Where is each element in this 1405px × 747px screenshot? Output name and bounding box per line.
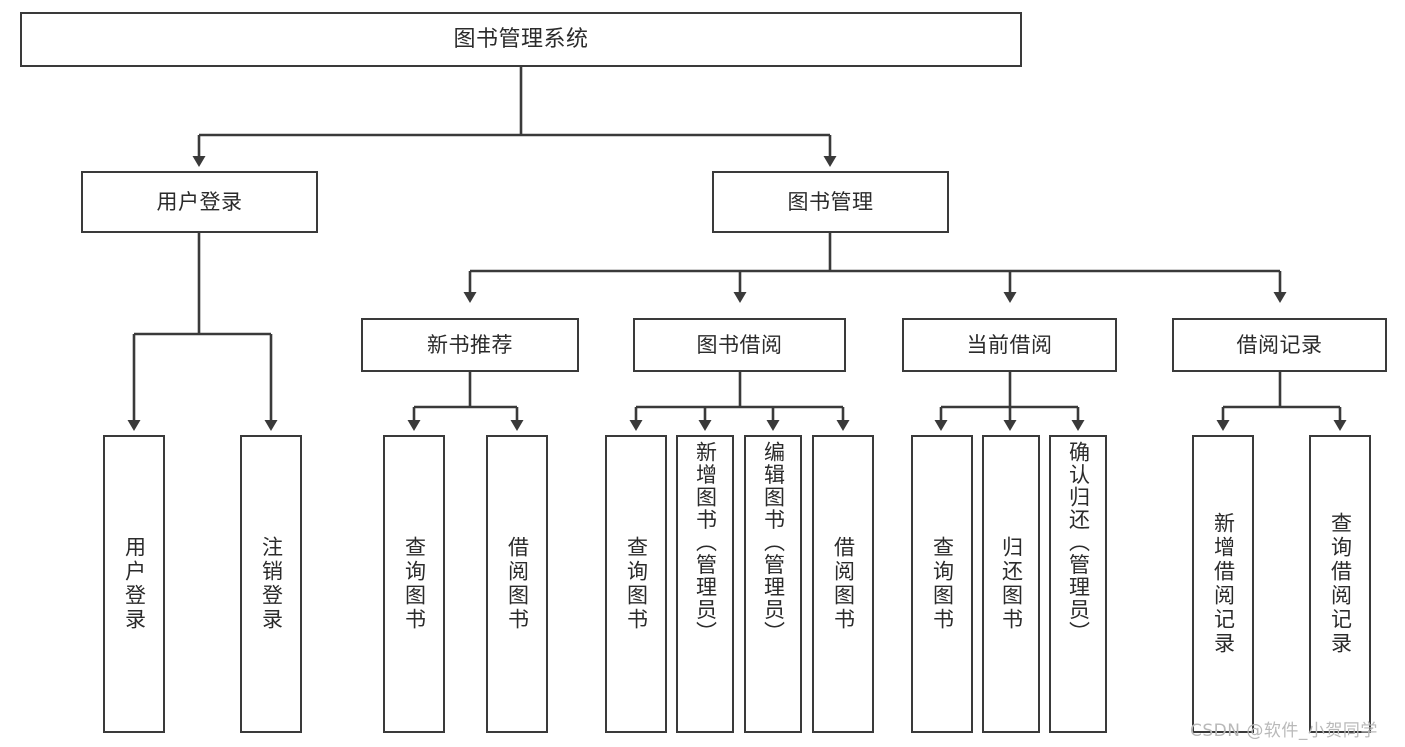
leaf-query-book-recommend[interactable]: 查询图书: [383, 435, 445, 733]
leaf-borrow-book-borrow-label: 借阅图书: [831, 536, 856, 632]
node-borrow-record[interactable]: 借阅记录: [1172, 318, 1387, 372]
leaf-borrow-book-borrow[interactable]: 借阅图书: [812, 435, 874, 733]
leaf-user-login[interactable]: 用户登录: [103, 435, 165, 733]
node-new-book-recommend[interactable]: 新书推荐: [361, 318, 579, 372]
leaf-query-book-current[interactable]: 查询图书: [911, 435, 973, 733]
leaf-edit-book-admin[interactable]: 编辑图书（管理员）: [744, 435, 802, 733]
leaf-query-book-recommend-label: 查询图书: [402, 536, 427, 632]
node-book-management[interactable]: 图书管理: [712, 171, 949, 233]
leaf-query-book-current-label: 查询图书: [930, 536, 955, 632]
leaf-borrow-book-recommend[interactable]: 借阅图书: [486, 435, 548, 733]
leaf-query-borrow-record-label: 查询借阅记录: [1328, 512, 1353, 656]
node-book-management-label: 图书管理: [787, 189, 874, 214]
leaf-query-book-borrow-label: 查询图书: [624, 536, 649, 632]
leaf-user-login-label: 用户登录: [122, 536, 147, 632]
csdn-watermark: CSDN @软件_小贺同学: [1190, 721, 1378, 741]
leaf-edit-book-admin-label: 编辑图书（管理员）: [761, 441, 786, 644]
leaf-confirm-return-admin[interactable]: 确认归还（管理员）: [1049, 435, 1107, 733]
leaf-return-book-label: 归还图书: [999, 536, 1024, 632]
leaf-return-book[interactable]: 归还图书: [982, 435, 1040, 733]
leaf-add-borrow-record-label: 新增借阅记录: [1211, 512, 1236, 656]
node-current-borrow[interactable]: 当前借阅: [902, 318, 1117, 372]
leaf-logout-login-label: 注销登录: [259, 536, 284, 632]
leaf-query-book-borrow[interactable]: 查询图书: [605, 435, 667, 733]
leaf-add-book-admin[interactable]: 新增图书（管理员）: [676, 435, 734, 733]
leaf-borrow-book-recommend-label: 借阅图书: [505, 536, 530, 632]
leaf-query-borrow-record[interactable]: 查询借阅记录: [1309, 435, 1371, 733]
node-root-system[interactable]: 图书管理系统: [20, 12, 1022, 67]
node-borrow-record-label: 借阅记录: [1236, 332, 1323, 357]
node-user-login[interactable]: 用户登录: [81, 171, 318, 233]
node-book-borrow[interactable]: 图书借阅: [633, 318, 846, 372]
node-user-login-label: 用户登录: [156, 189, 243, 214]
leaf-add-borrow-record[interactable]: 新增借阅记录: [1192, 435, 1254, 733]
node-book-borrow-label: 图书借阅: [696, 332, 783, 357]
node-root-system-label: 图书管理系统: [453, 26, 589, 52]
leaf-add-book-admin-label: 新增图书（管理员）: [693, 441, 718, 644]
leaf-logout-login[interactable]: 注销登录: [240, 435, 302, 733]
leaf-confirm-return-admin-label: 确认归还（管理员）: [1066, 441, 1091, 644]
node-new-book-recommend-label: 新书推荐: [427, 332, 513, 357]
node-current-borrow-label: 当前借阅: [966, 332, 1053, 357]
